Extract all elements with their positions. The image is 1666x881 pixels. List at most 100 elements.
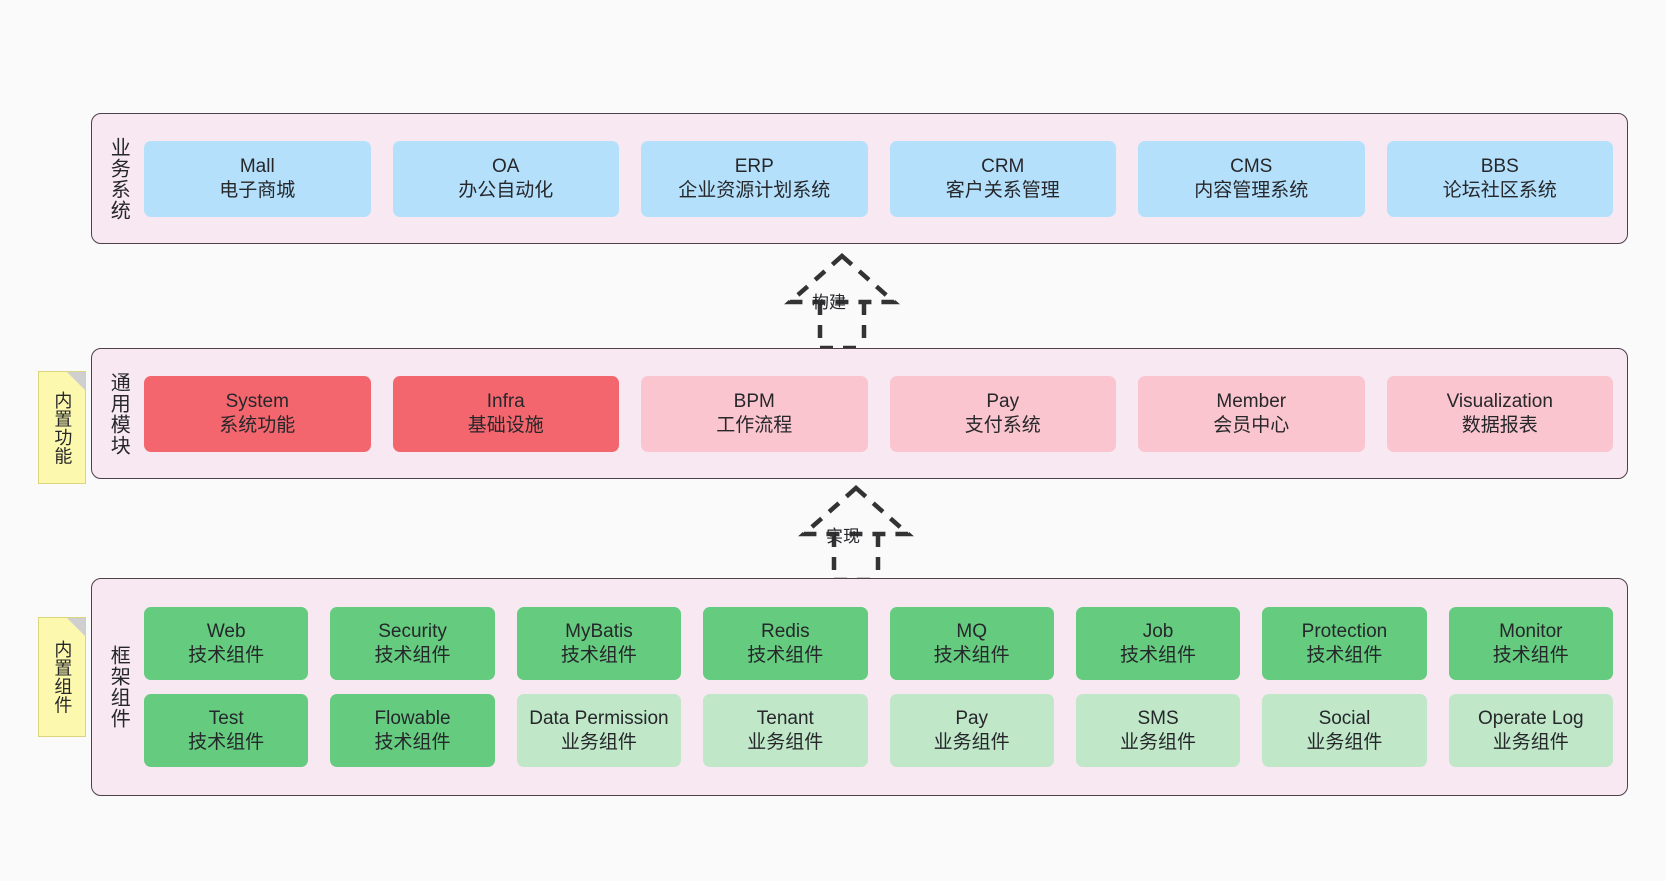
card-title-en: Job xyxy=(1142,621,1174,643)
card-title-cn: 技术组件 xyxy=(188,731,265,753)
layer-business-system-label: 业务系统 xyxy=(107,136,130,221)
connector-build: 构建 xyxy=(742,250,942,351)
card-title-cn: 业务组件 xyxy=(933,731,1010,753)
card-title-en: MQ xyxy=(956,621,987,643)
note-built-in-components: 内置组件 xyxy=(38,617,86,737)
note-fold-icon xyxy=(67,372,85,390)
card-title-cn: 系统功能 xyxy=(219,414,296,436)
card-title-en: Infra xyxy=(486,391,525,413)
card-title-en: Security xyxy=(378,621,447,643)
connector-implement-label: 实现 xyxy=(826,527,860,546)
note-built-in-functions-label: 内置功能 xyxy=(52,390,73,465)
card-title-cn: 办公自动化 xyxy=(458,179,554,201)
layer-framework-components-label: 框架组件 xyxy=(107,645,130,729)
card-title-en: OA xyxy=(492,156,520,178)
card-title-en: Mall xyxy=(239,156,275,178)
connector-build-label: 构建 xyxy=(812,293,846,312)
card-title-cn: 技术组件 xyxy=(374,731,451,753)
card-title-en: Tenant xyxy=(756,708,814,730)
card-title-en: Test xyxy=(208,708,244,730)
note-fold-icon xyxy=(67,618,85,636)
card-title-en: Social xyxy=(1318,708,1371,730)
layer-common-modules-label: 通用模块 xyxy=(107,371,130,456)
card-title-cn: 技术组件 xyxy=(1120,644,1197,666)
card-title-cn: 业务组件 xyxy=(747,731,824,753)
card-title-en: MyBatis xyxy=(565,621,633,643)
card-title-en: ERP xyxy=(734,156,774,178)
card-title-cn: 支付系统 xyxy=(964,414,1041,436)
card-title-cn: 客户关系管理 xyxy=(945,179,1060,201)
card-title-en: Member xyxy=(1216,391,1287,413)
card-title-cn: 技术组件 xyxy=(1492,644,1569,666)
card-title-en: Protection xyxy=(1301,621,1388,643)
implement-arrow-icon xyxy=(798,484,914,583)
card-title-en: CMS xyxy=(1230,156,1273,178)
card-title-en: Monitor xyxy=(1499,621,1563,643)
card-title-en: Web xyxy=(206,621,246,643)
card-title-cn: 工作流程 xyxy=(716,414,793,436)
card-title-en: Pay xyxy=(986,391,1020,413)
card-title-cn: 业务组件 xyxy=(1492,731,1569,753)
card-title-cn: 业务组件 xyxy=(560,731,637,753)
card-title-cn: 内容管理系统 xyxy=(1194,179,1309,201)
card-title-en: Operate Log xyxy=(1477,708,1584,730)
card-title-cn: 企业资源计划系统 xyxy=(678,179,831,201)
card-title-cn: 业务组件 xyxy=(1120,731,1197,753)
card-title-cn: 技术组件 xyxy=(1306,644,1383,666)
card-title-cn: 论坛社区系统 xyxy=(1442,179,1557,201)
card-title-cn: 业务组件 xyxy=(1306,731,1383,753)
card-title-cn: 技术组件 xyxy=(374,644,451,666)
note-built-in-components-label: 内置组件 xyxy=(52,640,73,714)
card-title-en: BBS xyxy=(1480,156,1519,178)
card-title-cn: 基础设施 xyxy=(467,414,544,436)
note-built-in-functions: 内置功能 xyxy=(38,371,86,484)
card-title-cn: 数据报表 xyxy=(1461,414,1538,436)
card-title-en: Redis xyxy=(761,621,810,643)
build-arrow-icon xyxy=(784,252,900,351)
card-title-en: System xyxy=(225,391,289,413)
card-title-en: Flowable xyxy=(374,708,451,730)
connector-implement: 实现 xyxy=(756,482,956,583)
card-title-cn: 会员中心 xyxy=(1213,414,1290,436)
card-title-cn: 技术组件 xyxy=(560,644,637,666)
card-title-cn: 技术组件 xyxy=(747,644,824,666)
